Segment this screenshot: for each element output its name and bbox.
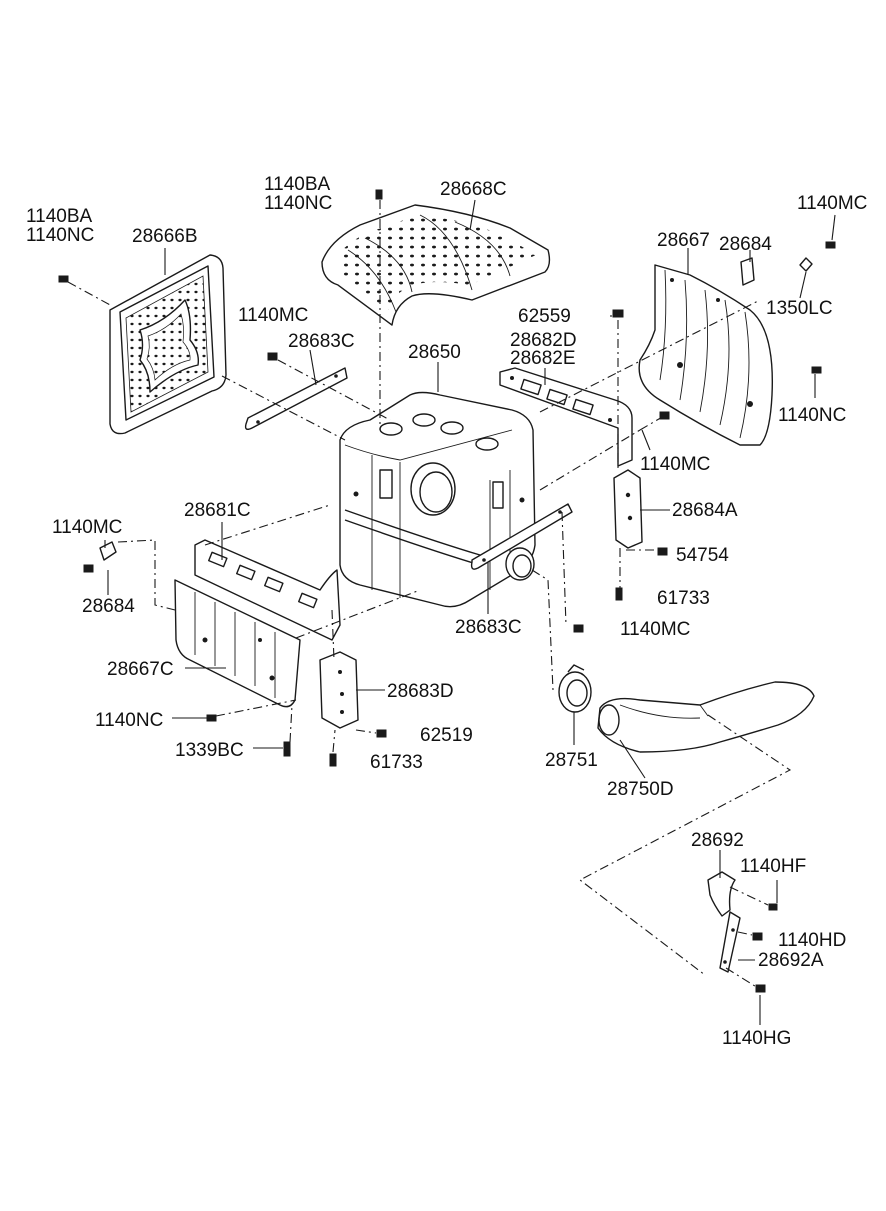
label-1140mc-topright: 1140MC — [797, 193, 867, 214]
bracket-28683d — [319, 651, 359, 729]
label-1140ba-left: 1140BA — [26, 206, 93, 227]
bolt-icon — [83, 564, 94, 573]
bolt-icon — [329, 753, 337, 767]
label-1350lc: 1350LC — [766, 298, 833, 319]
bolt-icon — [811, 366, 822, 374]
nut-icon — [799, 257, 813, 272]
label-28650: 28650 — [408, 342, 461, 363]
bolt-icon — [752, 932, 763, 941]
label-1140mc-left: 1140MC — [52, 517, 122, 538]
label-62559: 62559 — [518, 306, 571, 327]
bracket-28683c-lower — [470, 503, 573, 570]
bolt-icon — [58, 275, 69, 283]
label-28692: 28692 — [691, 830, 744, 851]
heat-shield-28667 — [638, 264, 774, 446]
label-1339bc: 1339BC — [175, 740, 244, 761]
bracket-28692 — [707, 871, 741, 973]
label-1140ba-top: 1140BA — [264, 174, 331, 195]
clamp-28751 — [558, 664, 592, 713]
bolt-icon — [267, 352, 278, 361]
nut-icon — [612, 309, 624, 318]
heat-shield-28666b — [109, 254, 227, 435]
label-28683c-lower: 28683C — [455, 617, 522, 638]
bracket-28683c-upper — [244, 367, 348, 431]
fasteners — [58, 189, 836, 993]
label-28682e: 28682E — [510, 348, 576, 369]
label-28667c: 28667C — [107, 659, 174, 680]
part-labels: 1140BA 1140NC 28666B 1140BA 1140NC 28668… — [26, 174, 867, 1049]
bolt-icon — [573, 624, 584, 633]
label-28684-left: 28684 — [82, 596, 135, 617]
label-28668c: 28668C — [440, 179, 507, 200]
label-1140nc-right: 1140NC — [778, 405, 846, 426]
bolt-icon — [283, 741, 291, 757]
label-28750d: 28750D — [607, 779, 674, 800]
plate-28681c — [194, 539, 341, 641]
label-1140hg: 1140HG — [722, 1028, 791, 1049]
bolt-icon — [376, 729, 387, 738]
label-28692a: 28692A — [758, 950, 824, 971]
label-28683c-upper: 28683C — [288, 331, 355, 352]
label-1140nc-lower: 1140NC — [95, 710, 163, 731]
bolt-icon — [657, 547, 668, 556]
label-28683d: 28683D — [387, 681, 454, 702]
bracket-28684a — [613, 469, 643, 549]
label-1140nc-left: 1140NC — [26, 225, 94, 246]
assembly-lines — [67, 200, 792, 989]
bolt-icon — [375, 189, 383, 200]
bolt-icon — [615, 587, 623, 601]
label-28682d: 28682D — [510, 330, 577, 351]
plate-28682d — [499, 367, 633, 467]
clip-icon — [99, 541, 117, 561]
label-1140mc-mid: 1140MC — [640, 454, 710, 475]
bolt-icon — [755, 984, 766, 993]
muffler-28650 — [339, 391, 536, 608]
bolt-icon — [206, 714, 217, 722]
label-28681c: 28681C — [184, 500, 251, 521]
heat-shield-28667c — [174, 579, 301, 708]
label-28666b: 28666B — [132, 226, 198, 247]
label-61733-right: 61733 — [657, 588, 710, 609]
label-1140hf: 1140HF — [740, 856, 806, 877]
bolt-icon — [768, 903, 778, 911]
label-28667: 28667 — [657, 230, 710, 251]
tail-pipe-28750d — [597, 681, 815, 753]
label-1140hd: 1140HD — [778, 930, 846, 951]
bolt-icon — [659, 411, 670, 420]
heat-shield-28668c — [321, 204, 551, 326]
label-61733-lower: 61733 — [370, 752, 423, 773]
label-1140nc-top: 1140NC — [264, 193, 332, 214]
leader-lines — [104, 199, 836, 1025]
label-54754: 54754 — [676, 545, 729, 566]
label-62519: 62519 — [420, 725, 473, 746]
label-28684a: 28684A — [672, 500, 738, 521]
label-1140mc-upper: 1140MC — [238, 305, 308, 326]
label-28751: 28751 — [545, 750, 598, 771]
label-28684-right: 28684 — [719, 234, 772, 255]
clip-icon — [740, 257, 755, 286]
bolt-icon — [825, 241, 836, 249]
label-1140mc-lower: 1140MC — [620, 619, 690, 640]
